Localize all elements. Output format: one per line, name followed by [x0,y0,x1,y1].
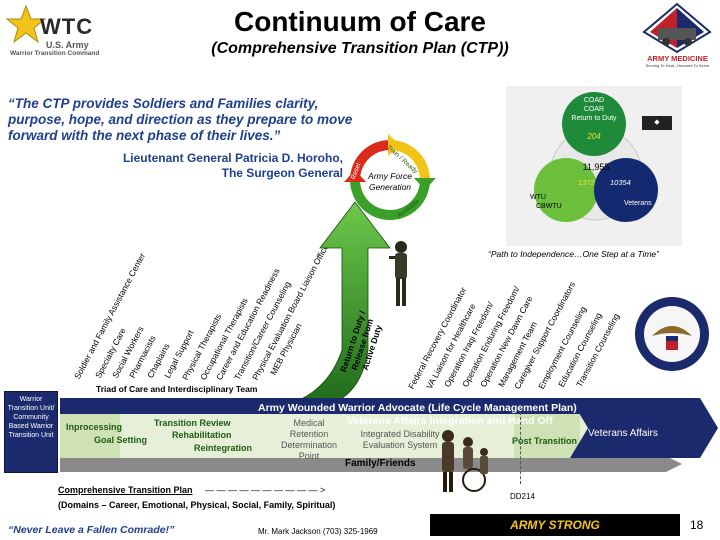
veterans-affairs-label: Veterans Affairs [588,428,658,439]
dd214-label: DD214 [510,492,535,501]
right-label: Management Team [496,319,539,389]
cycle-center-line2: Generation [368,182,412,192]
attribution-line2: The Surgeon General [221,166,343,180]
star-icon [6,4,46,44]
army-strong-banner: ARMY STRONG [430,514,680,536]
venn-right-label: Veterans [624,200,652,207]
venn-top-label3: Return to Duty [571,115,617,122]
ctp-note: Comprehensive Transition Plan — — — — — … [58,480,398,510]
right-label: Education Counseling [556,310,604,389]
left-label: Specialty Care [93,326,128,380]
arfogen-cycle: Army Force Generation Train / Ready Avai… [340,130,440,230]
curved-arrow-graphic [271,201,391,409]
va-band-label: Veterans Affairs Integration and Hand Of… [347,415,553,427]
left-label: Occupational Therapists [198,296,250,382]
right-label: Operation Iraqi Freedom/ [442,300,496,389]
venn-right-value: 10354 [610,178,631,187]
wtc-logo: WTC U.S. Army Warrior Transition Command [6,4,136,57]
right-label: Operation Enduring Freedom/ [460,284,522,389]
phase-ides-line2: Evaluation System [362,440,438,450]
left-label: Soldier and Family Assistance Center [72,251,148,381]
wtu-box: Warrior Transition Unit/ Community Based… [4,391,58,473]
left-label: Chaplains [145,341,172,380]
quote-attribution: Lieutenant General Patricia D. Horoho, T… [100,151,343,181]
venn-left-label2: CBWTU [536,203,562,210]
venn-top-label1: COAD [583,97,605,104]
phase-inprocessing: Inprocessing [66,422,123,432]
bands-graphic [60,398,718,472]
venn-top-label2: COAR [583,106,605,113]
family-figures [434,428,494,494]
cycle-center-line1: Army Force [368,171,412,181]
footer-motto: “Never Leave a Fallen Comrade!” [8,524,175,536]
wtc-logo-abbr: WTC [40,14,94,39]
army-medicine-tagline: Serving To Heal...Honored To Serve [645,63,710,68]
phase-ides-line1: Integrated Disability [360,429,440,439]
ctp-note-line1: Comprehensive Transition Plan [58,485,193,495]
ctp-note-arrow: — — — — — — — — — — > [205,485,326,495]
cycle-graphic [344,134,436,220]
page-title: Continuum of Care [234,6,486,37]
phase-transition-review: Transition Review [154,418,231,428]
venn-top-value: 204 [587,132,601,141]
right-label: Caregiver Support Coordinators [512,280,578,391]
phase-determination: Determination [280,440,338,450]
triad-label: Triad of Care and Interdisciplinary Team [96,384,258,394]
wtu-box-text: Warrior Transition Unit/ Community Based… [7,396,55,439]
soldier-icon [389,241,407,306]
wtc-logo-line1: U.S. Army [46,40,89,50]
venn-left-label1: WTU [530,194,546,201]
page-number: 18 [690,518,704,532]
soldier-silhouette [386,240,416,310]
phase-point: Point [298,451,320,461]
footer: “Never Leave a Fallen Comrade!” Mr. Mark… [0,512,720,540]
right-label: Operation New Dawn Care [478,294,535,389]
army-medicine-text: ARMY MEDICINE [647,54,708,63]
right-label: Transition Counseling [574,311,622,389]
phase-rehabilitation: Rehabilitation [172,430,232,440]
venn-left-value: 1372 [578,178,595,187]
venn-side-logo: ◆ [642,116,672,130]
phase-reintegration: Reintegration [194,443,253,453]
venn-circles [534,92,658,222]
phase-medical: Medical [293,418,325,428]
band-area: Army Wounded Warrior Advocate (Life Cycl… [60,394,720,494]
return-to-duty-arrow: Return to Duty / Release from Active Dut… [270,200,410,410]
ctp-note-line2: (Domains – Career, Emotional, Physical, … [58,500,336,510]
phase-post-transition: Post Transition [512,436,578,446]
phase-goal-setting: Goal Setting [94,435,148,445]
left-label: Pharmacists [127,333,158,380]
wtc-logo-line2: Warrior Transition Command [10,50,100,57]
left-label: Legal Support [162,328,196,380]
dod-seal-icon [635,297,709,371]
army-strong-text: ARMY STRONG [510,518,600,532]
venn-caption: “Path to Independence…One Step at a Time… [488,249,659,259]
family-icon [442,430,488,492]
dd214-marker-line [520,412,521,484]
venn-panel: COAD COAR Return to Duty 204 11,955 1372… [506,86,682,246]
right-label: VA Liaison for Healthcare [424,301,478,391]
army-medicine-logo: ARMY MEDICINE Serving To Heal...Honored … [640,2,715,70]
left-label: Physical Therapists [180,312,224,382]
footer-contact: Mr. Mark Jackson (703) 325-1969 [258,527,378,536]
phase-retention: Retention [289,429,329,439]
venn-total: 11,955 [582,162,610,172]
attribution-line1: Lieutenant General Patricia D. Horoho, [122,151,343,165]
dod-seal [634,296,710,372]
page-subtitle: (Comprehensive Transition Plan (CTP)) [211,40,509,57]
right-label: Employment Counseling [536,304,589,391]
left-label: Social Workers [110,324,146,380]
army-medicine-emblem-icon [642,2,712,54]
family-band-label: Family/Friends [345,458,416,469]
awwa-band-label: Army Wounded Warrior Advocate (Life Cycl… [258,402,577,414]
ctp-quote: “The CTP provides Soldiers and Families … [8,96,353,143]
